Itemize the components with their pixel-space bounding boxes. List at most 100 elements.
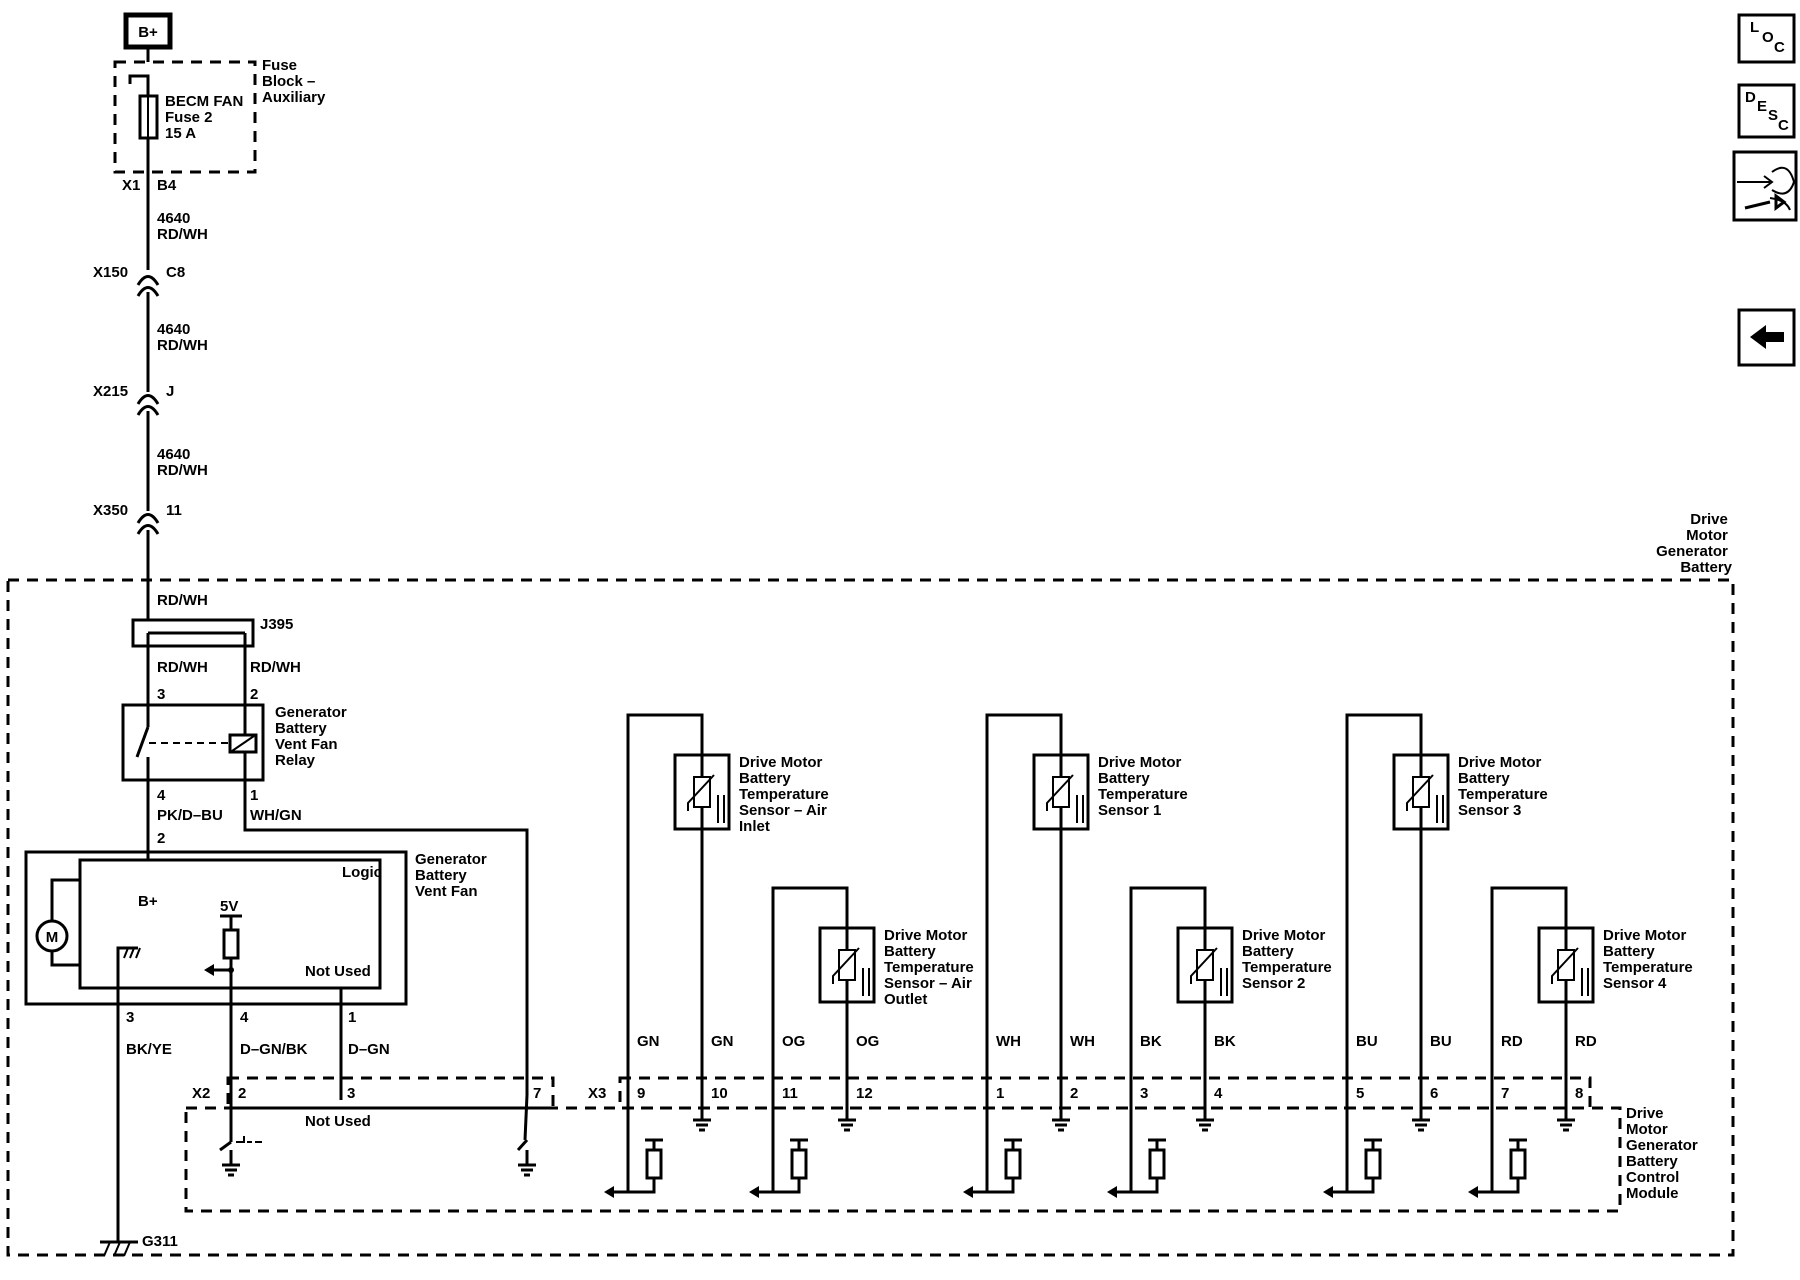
sensor-wire-color-b: BK [1214, 1033, 1236, 1050]
fan-pin-1: 1 [348, 1009, 356, 1026]
wire-label-bkye: BK/YE [126, 1041, 172, 1058]
wire-label-rdwh: RD/WH [157, 592, 208, 609]
relay-pin-1: 1 [250, 787, 258, 804]
connector-x215-symbol [136, 394, 160, 405]
svg-text:L: L [1750, 19, 1759, 36]
sensor-pin-a: 5 [1356, 1085, 1364, 1102]
splice-j395 [131, 618, 255, 648]
location-view-button[interactable]: L O C [1737, 13, 1796, 64]
wire-label-whgn: WH/GN [250, 807, 302, 824]
svg-text:M: M [46, 929, 59, 946]
control-module-label: Drive Motor Generator Battery Control Mo… [1626, 1105, 1702, 1202]
pulse-symbol [236, 1136, 262, 1143]
connector-x1: X1 [122, 177, 140, 194]
sensor-pin-b: 8 [1575, 1085, 1583, 1102]
x2-pin-2: 2 [238, 1085, 246, 1102]
fuse-label: BECM FAN Fuse 2 15 A [165, 93, 248, 142]
pullup-resistor-icon [1509, 1148, 1527, 1180]
wire-label-3: 4640 RD/WH [157, 446, 208, 479]
sensor-wire-color-b: RD [1575, 1033, 1597, 1050]
back-button[interactable] [1737, 308, 1796, 367]
connector-x3-outline [618, 1076, 1592, 1110]
battery-outline [6, 578, 1735, 1257]
sensor-wire-color-b: WH [1070, 1033, 1095, 1050]
sensor-pin-a: 1 [996, 1085, 1004, 1102]
wire-label-rdwh-left: RD/WH [157, 659, 208, 676]
fan-bplus-label: B+ [138, 893, 158, 910]
wire-label-1: 4640 RD/WH [157, 210, 208, 243]
sensor-pin-b: 6 [1430, 1085, 1438, 1102]
connector-x150-symbol [136, 275, 160, 286]
connector-x150-pin: C8 [166, 264, 185, 281]
module-signal-line [608, 1098, 630, 1194]
vent-fan [24, 850, 408, 1006]
svg-text:C: C [1774, 39, 1785, 56]
description-view-button[interactable]: D E S C [1737, 83, 1796, 139]
control-module-outline [184, 1106, 1622, 1213]
sensor-wire-color-a: RD [1501, 1033, 1523, 1050]
fan-not-used: Not Used [305, 963, 371, 980]
svg-text:E: E [1757, 98, 1767, 115]
svg-text:S: S [1768, 107, 1778, 124]
wire-label-rdwh-right: RD/WH [250, 659, 301, 676]
pullup-resistor-icon [790, 1148, 808, 1180]
fuse-block-label: Fuse Block – Auxiliary [262, 57, 326, 106]
wire-label-pkdbu: PK/D–BU [157, 807, 223, 824]
svg-text:C: C [1778, 117, 1789, 134]
sensor-pin-b: 4 [1214, 1085, 1223, 1102]
sensor-wire-color-b: BU [1430, 1033, 1452, 1050]
module-signal-line [753, 1098, 775, 1194]
arrow-left-icon [1323, 1186, 1333, 1198]
battery-positive-source: B+ [123, 12, 173, 50]
pullup-resistor-icon [645, 1148, 663, 1180]
connector-repair-icon[interactable] [1732, 150, 1798, 222]
arrow-left-icon [1468, 1186, 1478, 1198]
arrow-left-icon [604, 1186, 614, 1198]
wrench-icon [1744, 193, 1787, 211]
ground-g311-label: G311 [142, 1233, 178, 1250]
connector-x215: X215 [93, 383, 128, 400]
wire-label-dgnbk: D–GN/BK [240, 1041, 308, 1058]
sensor-pin-a: 11 [782, 1085, 798, 1102]
module-signal-line [1327, 1098, 1349, 1194]
pullup-resistor-icon [1364, 1148, 1382, 1180]
connector-x350: X350 [93, 502, 128, 519]
connector-x150: X150 [93, 264, 128, 281]
sensor-wire-color-a: BU [1356, 1033, 1378, 1050]
relay-pin-2: 2 [250, 686, 258, 703]
sensor-wire-color-a: BK [1140, 1033, 1162, 1050]
connector-x215-pin: J [166, 383, 174, 400]
connector-x3: X3 [588, 1085, 606, 1102]
splice-j395-label: J395 [260, 616, 293, 633]
arrow-right-icon [1737, 175, 1774, 189]
fan-pin-3: 3 [126, 1009, 134, 1026]
arrow-left-icon [749, 1186, 759, 1198]
x2-pin-7: 7 [533, 1085, 541, 1102]
fan-internal-ground [116, 946, 138, 970]
module-not-used: Not Used [305, 1113, 371, 1130]
sensor-wire-color-b: OG [856, 1033, 879, 1050]
relay-pin-3: 3 [157, 686, 165, 703]
connector-x1-pin: B4 [157, 177, 177, 194]
sensor-pin-b: 10 [711, 1085, 728, 1102]
connector-x2-outline [226, 1076, 555, 1110]
wire-label-dgn: D–GN [348, 1041, 390, 1058]
sensor-wire-color-a: OG [782, 1033, 805, 1050]
fan-5v-label: 5V [220, 898, 238, 915]
sensor-wire-loop [985, 713, 1063, 1098]
fuse-block-outline [113, 60, 257, 174]
sensor-wire-color-a: GN [637, 1033, 660, 1050]
pullup-resistor-icon [1148, 1148, 1166, 1180]
sensor-pin-b: 2 [1070, 1085, 1078, 1102]
